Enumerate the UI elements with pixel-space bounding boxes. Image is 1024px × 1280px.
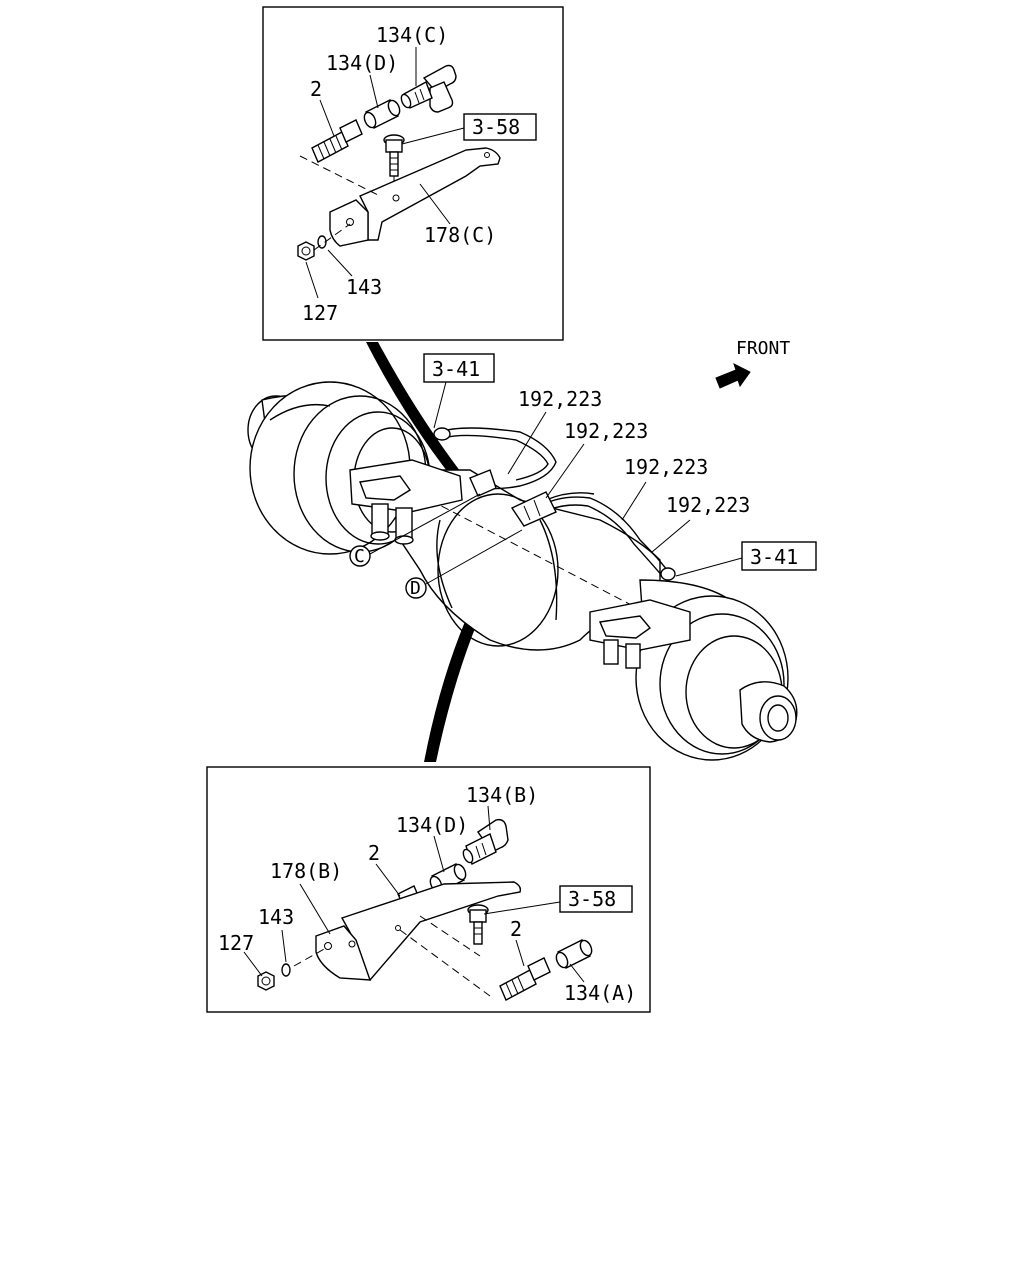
bracket-178b — [315, 881, 522, 981]
brake-pipes — [433, 427, 676, 581]
label-127-top: 127 — [302, 301, 338, 325]
ref-3-41-right[interactable]: 3-41 — [750, 545, 798, 569]
label-134b: 134(B) — [466, 783, 538, 807]
callout-d: D — [410, 578, 421, 599]
right-spring-seat — [589, 599, 691, 669]
label-hose-192-223-d: 192,223 — [666, 493, 750, 517]
label-2-bottom-upper: 2 — [368, 841, 380, 865]
bolt-bottom — [467, 904, 489, 945]
label-hose-192-223-b: 192,223 — [564, 419, 648, 443]
label-2-top: 2 — [310, 77, 322, 101]
bracket-178c — [329, 147, 501, 247]
top-inset-frame — [262, 6, 564, 341]
nut-127-top — [297, 241, 315, 261]
label-134d-bottom: 134(D) — [396, 813, 468, 837]
callout-c: C — [354, 546, 365, 567]
rear-axle-assembly: 3-41 192,223 192,223 192,223 192,223 3-4… — [247, 342, 817, 762]
bottom-inset-detail-d: 134(B) 134(D) 2 178(B) 3-58 143 127 2 13… — [206, 766, 651, 1013]
sleeve-134a — [555, 939, 593, 969]
zoom-pointer-c — [366, 342, 470, 490]
label-143-top: 143 — [346, 275, 382, 299]
ref-3-58-top[interactable]: 3-58 — [472, 115, 520, 139]
ref-3-58-bottom[interactable]: 3-58 — [568, 887, 616, 911]
ref-3-41-top[interactable]: 3-41 — [432, 357, 480, 381]
label-134d-top: 134(D) — [326, 51, 398, 75]
label-134a: 134(A) — [564, 981, 636, 1005]
zoom-pointer-d — [424, 528, 524, 762]
front-indicator: FRONT — [715, 338, 790, 389]
sleeve-134d — [363, 99, 401, 129]
nut-127-bottom — [257, 971, 275, 991]
washer-143-bottom — [281, 963, 291, 977]
label-hose-192-223-c: 192,223 — [624, 455, 708, 479]
bottom-inset-frame — [206, 766, 651, 1013]
label-2-bottom-lower: 2 — [510, 917, 522, 941]
label-178c: 178(C) — [424, 223, 496, 247]
label-134c-top: 134(C) — [376, 23, 448, 47]
bolt-top — [383, 134, 405, 196]
tee-fitting-134c — [400, 64, 457, 113]
front-label: FRONT — [736, 338, 790, 359]
label-127-bottom: 127 — [218, 931, 254, 955]
elbow-fitting-134b — [462, 818, 509, 865]
front-arrow-icon — [715, 363, 751, 389]
nipple-2-top — [311, 119, 363, 163]
label-hose-192-223-a: 192,223 — [518, 387, 602, 411]
left-spring-seat — [349, 459, 463, 545]
label-143-bottom: 143 — [258, 905, 294, 929]
left-brake-drum — [247, 381, 431, 555]
nipple-2-bottom-lower — [499, 957, 551, 1001]
top-inset-detail-c: 134(C) 134(D) 2 3-58 178(C) 143 127 — [262, 6, 564, 341]
label-178b: 178(B) — [270, 859, 342, 883]
washer-143-top — [317, 235, 327, 249]
